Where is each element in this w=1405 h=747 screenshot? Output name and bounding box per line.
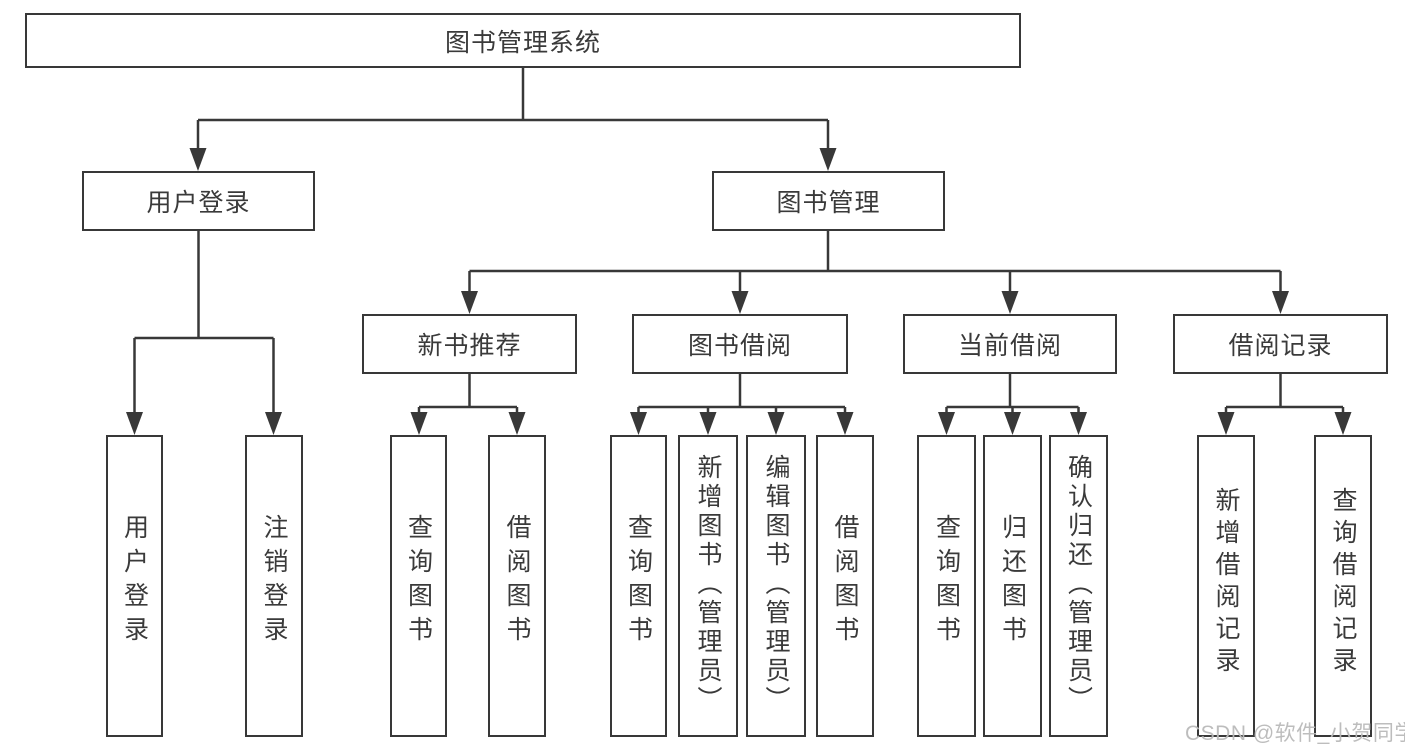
node-label: 当前借阅 [957,332,1062,360]
leaf-user-login: 用户登录 [106,435,163,737]
leaf-label: 查询借阅记录 [1329,487,1357,679]
leaf-confirm-return-admin: 确认归还（管理员） [1049,435,1108,737]
node-label: 图书借阅 [687,332,792,360]
node-root-label: 图书管理系统 [444,28,601,57]
leaf-edit-books-admin: 编辑图书（管理员） [746,435,806,737]
leaf-query-borrow-record: 查询借阅记录 [1314,435,1372,737]
leaf-label: 确认归还（管理员） [1064,453,1093,715]
leaf-label: 借阅图书 [503,514,531,650]
node-borrow-records: 借阅记录 [1173,314,1388,374]
node-label: 图书管理 [776,189,881,217]
leaf-borrow-books-1: 借阅图书 [488,435,546,737]
arrowhead-icons [126,148,1352,435]
node-current-borrow: 当前借阅 [903,314,1117,374]
leaf-query-books-3: 查询图书 [917,435,976,737]
node-label: 用户登录 [146,189,251,217]
leaf-label: 归还图书 [998,514,1027,650]
node-book-borrow: 图书借阅 [632,314,848,374]
leaf-label: 新增图书（管理员） [694,453,722,715]
leaf-label: 注销登录 [260,514,288,650]
leaf-label: 借阅图书 [831,514,859,650]
leaf-add-borrow-record: 新增借阅记录 [1197,435,1255,737]
leaf-add-books-admin: 新增图书（管理员） [678,435,738,737]
leaf-label: 查询图书 [932,514,961,650]
node-root-system: 图书管理系统 [25,13,1021,68]
leaf-query-books-2: 查询图书 [610,435,667,737]
leaf-borrow-books-2: 借阅图书 [816,435,874,737]
leaf-label: 新增借阅记录 [1212,487,1240,679]
node-user-login-branch: 用户登录 [82,171,315,231]
leaf-query-books-1: 查询图书 [390,435,447,737]
leaf-label: 编辑图书（管理员） [762,453,790,715]
node-new-book-recommend: 新书推荐 [362,314,577,374]
leaf-logout: 注销登录 [245,435,303,737]
leaf-label: 用户登录 [120,514,149,650]
node-label: 借阅记录 [1228,332,1333,360]
csdn-watermark: CSDN @软件_小贺同学 [1185,722,1405,745]
leaf-return-books: 归还图书 [983,435,1042,737]
leaf-label: 查询图书 [624,514,653,650]
leaf-label: 查询图书 [404,514,433,650]
node-label: 新书推荐 [417,332,522,360]
node-book-management-branch: 图书管理 [712,171,945,231]
